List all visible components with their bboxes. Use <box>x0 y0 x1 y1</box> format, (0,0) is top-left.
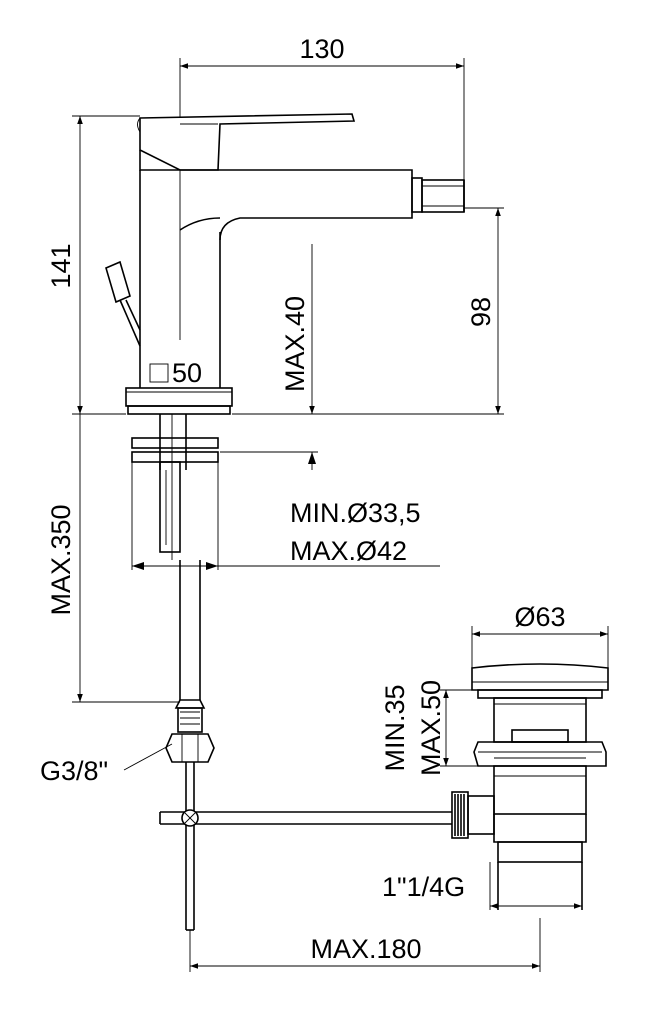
dim-hose-length: MAX.350 <box>46 504 76 615</box>
mixer-body <box>105 113 465 931</box>
dim-deck-thickness: MAX.40 <box>280 296 310 392</box>
dim-hole-max: MAX.Ø42 <box>290 536 407 566</box>
dimension-lines <box>72 58 609 972</box>
dim-waste-max: MAX.50 <box>416 680 446 776</box>
dim-waste-thread: 1"1/4G <box>382 872 465 902</box>
dim-spout-height: 98 <box>466 297 496 327</box>
dim-waste-diameter: Ø63 <box>514 602 565 632</box>
dim-hole-min: MIN.Ø33,5 <box>290 498 421 528</box>
dimension-labels: 130 141 98 MAX.40 50 MIN.Ø33,5 MAX.Ø42 M… <box>40 34 566 964</box>
dim-connection-thread: G3/8" <box>40 756 108 786</box>
pop-up-waste <box>159 663 609 910</box>
dim-total-height: 141 <box>46 243 76 288</box>
dim-base-diameter: 50 <box>172 358 202 388</box>
dim-waste-min: MIN.35 <box>380 684 410 771</box>
dim-rod-length: MAX.180 <box>310 934 421 964</box>
dim-total-width: 130 <box>299 34 344 64</box>
